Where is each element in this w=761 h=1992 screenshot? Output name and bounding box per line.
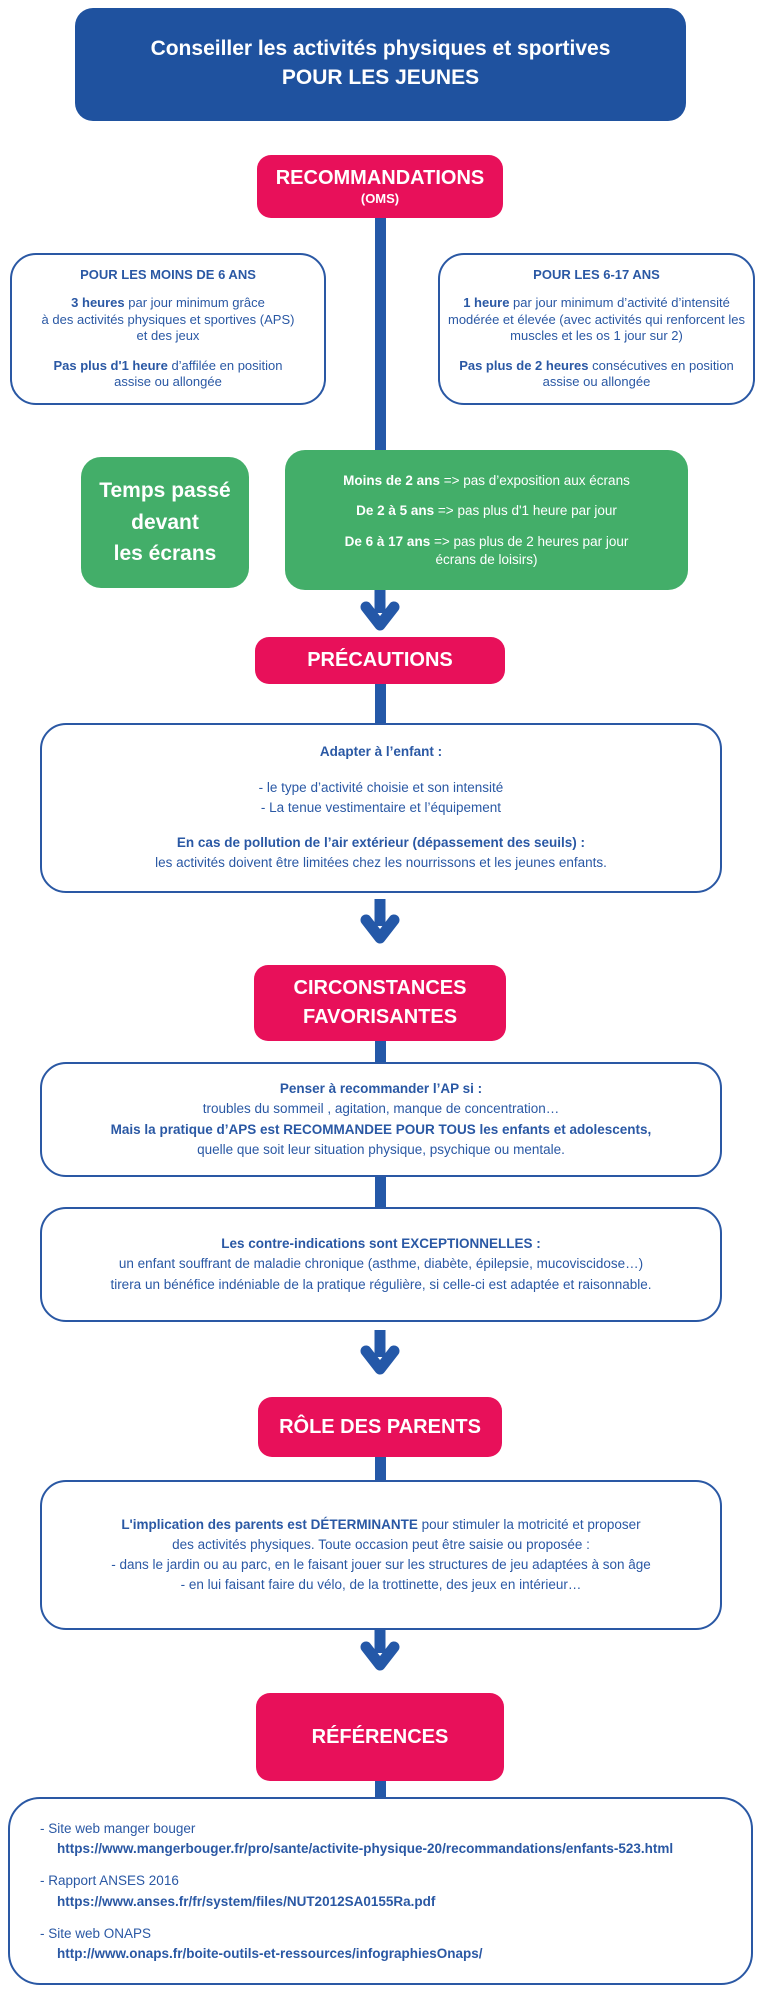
precautions-heading: PRÉCAUTIONS [255, 637, 505, 684]
reference-item: - Site web manger bouger https://www.man… [40, 1821, 673, 1856]
card-title: POUR LES MOINS DE 6 ANS [80, 266, 256, 282]
connector-line [375, 1173, 386, 1211]
sitting-recommendation: Pas plus d'1 heure d’affilée en position… [53, 357, 283, 390]
heading-sublabel: (OMS) [360, 191, 400, 206]
connector-line [375, 210, 386, 455]
screen-time-label-box: Temps passé devant les écrans [81, 457, 249, 588]
reference-item: - Site web ONAPS http://www.onaps.fr/boi… [40, 1926, 483, 1961]
connector-line [375, 1777, 386, 1801]
title-line-1: Conseiller les activités physiques et sp… [150, 37, 611, 60]
card-title: POUR LES 6-17 ANS [533, 266, 660, 282]
arrow-down-icon [358, 1626, 402, 1679]
activity-recommendation: 3 heures par jour minimum grâce à des ac… [41, 294, 295, 344]
screen-rule: Moins de 2 ans => pas d’exposition aux é… [343, 472, 630, 488]
precautions-card: Adapter à l’enfant : - le type d’activit… [40, 723, 722, 893]
recommandations-heading: RECOMMANDATIONS (OMS) [257, 155, 503, 218]
page-title: Conseiller les activités physiques et sp… [75, 8, 686, 121]
connector-line [375, 680, 386, 726]
sitting-recommendation: Pas plus de 2 heures consécutives en pos… [459, 357, 734, 390]
arrow-down-icon [358, 586, 402, 639]
references-heading: RÉFÉRENCES [256, 1693, 504, 1781]
reference-item: - Rapport ANSES 2016 https://www.anses.f… [40, 1873, 435, 1908]
reference-url[interactable]: https://www.anses.fr/fr/system/files/NUT… [57, 1893, 436, 1909]
references-card: - Site web manger bouger https://www.man… [8, 1797, 753, 1985]
screen-rule: De 2 à 5 ans => pas plus d'1 heure par j… [356, 503, 617, 519]
heading-label: PRÉCAUTIONS [307, 649, 453, 671]
connector-line [375, 1036, 386, 1066]
circonstances-heading: CIRCONSTANCES FAVORISANTES [254, 965, 506, 1041]
pollution-note: En cas de pollution de l’air extérieur (… [155, 835, 607, 871]
reference-url[interactable]: http://www.onaps.fr/boite-outils-et-ress… [57, 1945, 483, 1961]
adapt-title: Adapter à l’enfant : [319, 744, 443, 760]
card-6-17-years: POUR LES 6-17 ANS 1 heure par jour minim… [438, 253, 755, 405]
parents-text: L'implication des parents est DÉTERMINAN… [111, 1516, 651, 1593]
recommend-ap-card: Penser à recommander l’AP si : troubles … [40, 1062, 722, 1177]
reference-label: - Site web ONAPS [40, 1925, 152, 1941]
title-line-2: POUR LES JEUNES [281, 66, 480, 90]
parents-card: L'implication des parents est DÉTERMINAN… [40, 1480, 722, 1630]
role-parents-heading: RÔLE DES PARENTS [258, 1397, 502, 1457]
screen-time-label: Temps passé devant les écrans [99, 479, 231, 566]
recommend-ap-text: Penser à recommander l’AP si : troubles … [110, 1081, 652, 1157]
reference-url[interactable]: https://www.mangerbouger.fr/pro/sante/ac… [57, 1841, 674, 1857]
reference-label: - Site web manger bouger [40, 1821, 196, 1837]
contraindications-text: Les contre-indications sont EXCEPTIONNEL… [110, 1236, 652, 1292]
heading-label: CIRCONSTANCES FAVORISANTES [293, 977, 467, 1028]
card-under-6-years: POUR LES MOINS DE 6 ANS 3 heures par jou… [10, 253, 326, 405]
screen-time-rules-box: Moins de 2 ans => pas d’exposition aux é… [285, 450, 688, 590]
screen-rule: De 6 à 17 ans => pas plus de 2 heures pa… [344, 534, 629, 567]
reference-label: - Rapport ANSES 2016 [40, 1873, 179, 1889]
contraindications-card: Les contre-indications sont EXCEPTIONNEL… [40, 1207, 722, 1322]
arrow-down-icon [358, 1330, 402, 1383]
connector-line [375, 1453, 386, 1484]
arrow-down-icon [358, 899, 402, 952]
heading-label: RÉFÉRENCES [311, 1725, 449, 1748]
activity-recommendation: 1 heure par jour minimum d’activité d’in… [448, 294, 745, 344]
adapt-items: - le type d’activité choisie et son inte… [258, 779, 504, 815]
heading-label: RECOMMANDATIONS [275, 167, 485, 189]
heading-label: RÔLE DES PARENTS [279, 1415, 481, 1438]
